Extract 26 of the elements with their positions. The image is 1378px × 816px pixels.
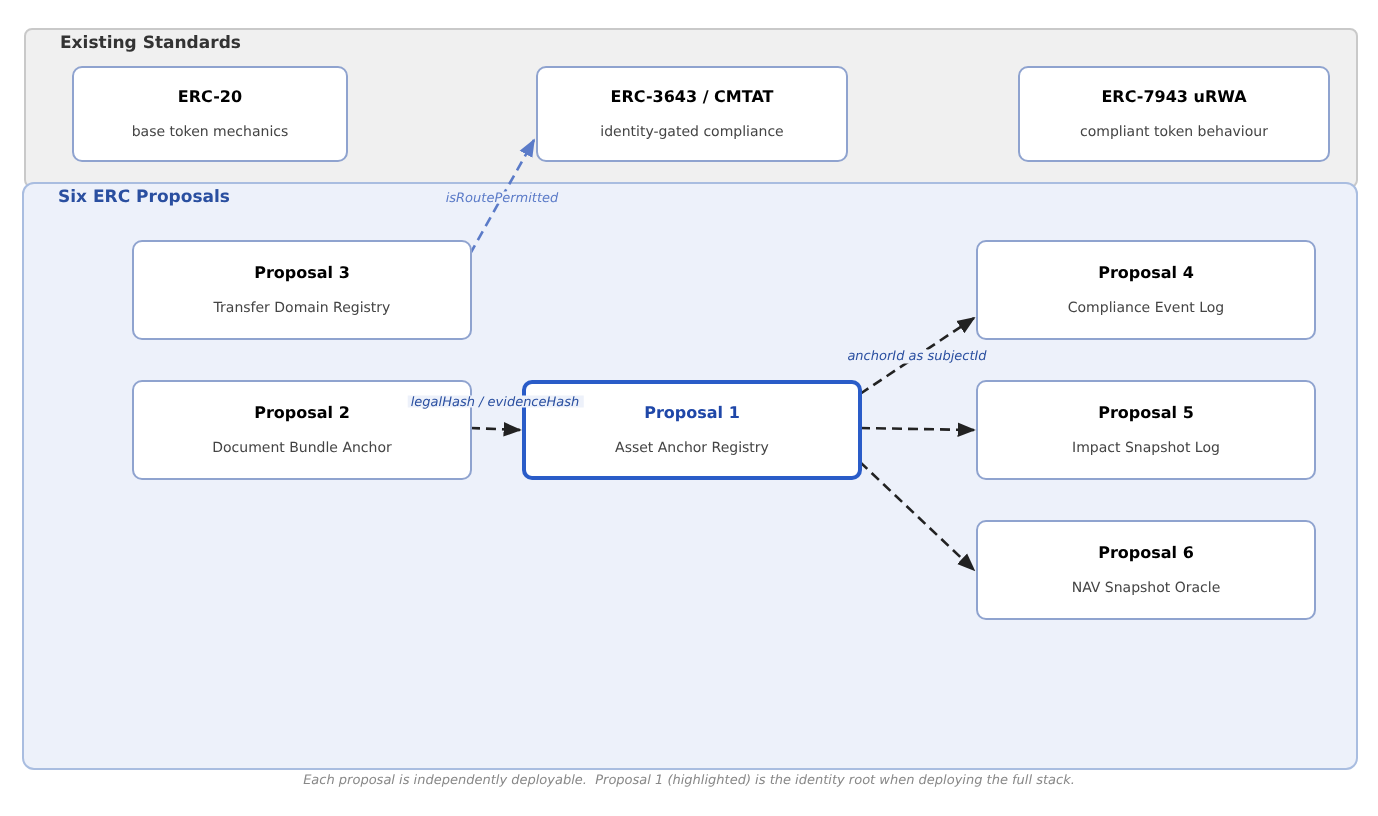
process-box bbox=[976, 240, 1316, 340]
box-title: Proposal 2 bbox=[254, 401, 350, 426]
process-box bbox=[72, 66, 348, 162]
process-box bbox=[132, 380, 472, 480]
arrow bbox=[859, 461, 976, 572]
box-title: ERC-7943 uRWA bbox=[1101, 85, 1247, 110]
box-title: Proposal 5 bbox=[1098, 401, 1194, 426]
arrow bbox=[859, 422, 976, 437]
process-box bbox=[976, 380, 1316, 480]
arrow bbox=[859, 316, 976, 396]
process-box bbox=[1018, 66, 1330, 162]
process-box bbox=[976, 520, 1316, 620]
box-title: ERC-20 bbox=[177, 85, 243, 110]
group-title: Six ERC Proposals bbox=[58, 186, 230, 212]
box-title: ERC-3643 / CMTAT bbox=[610, 85, 774, 110]
process-box bbox=[132, 240, 472, 340]
group-panel bbox=[22, 182, 1358, 770]
process-box bbox=[536, 66, 848, 162]
arrow bbox=[469, 422, 522, 437]
group-title: Existing Standards bbox=[60, 32, 241, 58]
box-title: Proposal 4 bbox=[1098, 261, 1194, 286]
box-title: Proposal 3 bbox=[254, 261, 350, 286]
group-panel bbox=[24, 28, 1358, 188]
arrow bbox=[468, 138, 536, 255]
box-title: Proposal 6 bbox=[1098, 541, 1194, 566]
box-title: Proposal 1 bbox=[644, 401, 740, 426]
